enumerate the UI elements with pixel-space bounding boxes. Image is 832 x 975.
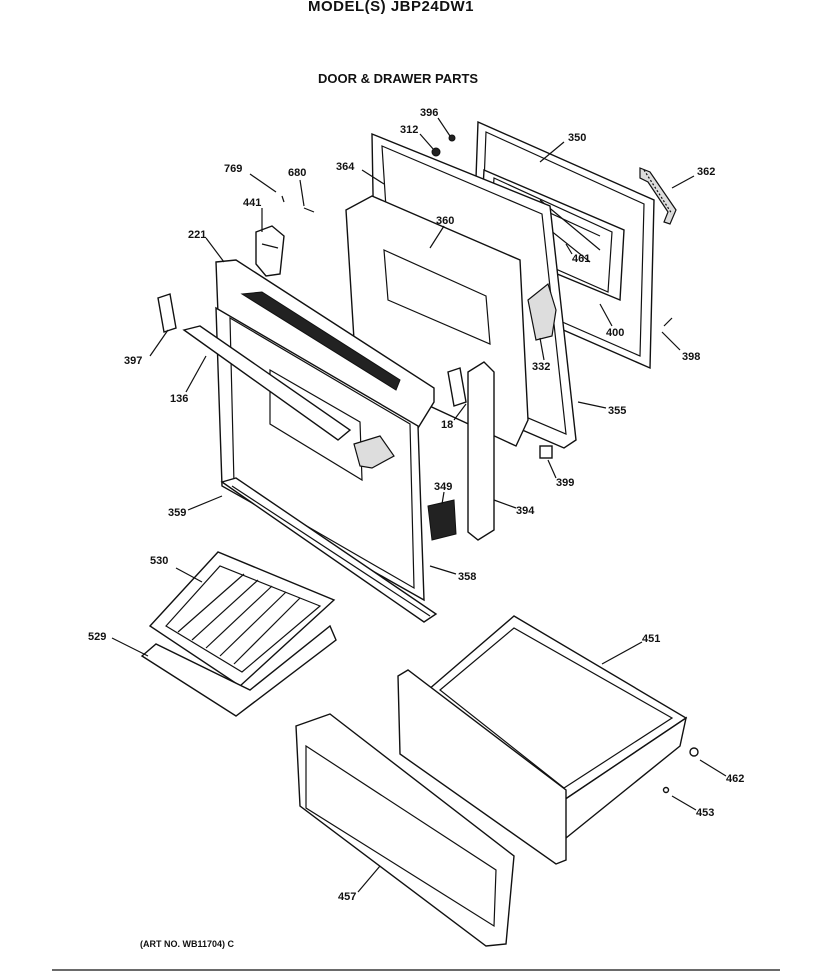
part-label-462: 462 bbox=[726, 773, 744, 785]
part-label-461: 461 bbox=[572, 253, 590, 265]
part-label-349: 349 bbox=[434, 481, 452, 493]
part-label-441: 441 bbox=[243, 197, 261, 209]
part-label-362: 362 bbox=[697, 166, 715, 178]
part-label-359: 359 bbox=[168, 507, 186, 519]
model-title: MODEL(S) JBP24DW1 bbox=[308, 0, 475, 15]
drawer-front-457 bbox=[295, 713, 515, 947]
vent-strip-359 bbox=[220, 477, 438, 623]
part-label-332: 332 bbox=[532, 361, 550, 373]
part-label-394: 394 bbox=[516, 505, 535, 517]
part-label-457: 457 bbox=[338, 891, 356, 903]
part-label-355: 355 bbox=[608, 405, 626, 417]
part-label-529: 529 bbox=[88, 631, 106, 643]
part-label-350: 350 bbox=[568, 132, 586, 144]
hinge-441 bbox=[255, 225, 285, 277]
part-label-400: 400 bbox=[606, 327, 624, 339]
part-label-769: 769 bbox=[224, 163, 242, 175]
part-label-358: 358 bbox=[458, 571, 476, 583]
part-label-397: 397 bbox=[124, 355, 142, 367]
clip-399 bbox=[539, 445, 553, 459]
insulation-pad-349 bbox=[427, 499, 457, 541]
broiler-pan-529 bbox=[140, 624, 337, 717]
gasket-362 bbox=[639, 167, 677, 225]
part-label-530: 530 bbox=[150, 555, 168, 567]
part-label-221: 221 bbox=[188, 229, 206, 241]
section-title: DOOR & DRAWER PARTS bbox=[318, 71, 479, 86]
part-label-398: 398 bbox=[682, 351, 700, 363]
hardware-marks bbox=[281, 134, 699, 794]
part-label-451: 451 bbox=[642, 633, 660, 645]
part-label-680: 680 bbox=[288, 167, 306, 179]
side-channel-394 bbox=[447, 361, 495, 541]
leader-lines bbox=[111, 117, 727, 893]
part-label-136: 136 bbox=[170, 393, 188, 405]
part-label-312: 312 bbox=[400, 124, 418, 136]
drawer-box-451 bbox=[397, 615, 688, 865]
bracket-397 bbox=[157, 293, 177, 333]
art-number: (ART NO. WB11704) C bbox=[140, 939, 235, 949]
handle-block-332 bbox=[527, 282, 557, 341]
part-label-399: 399 bbox=[556, 477, 574, 489]
part-label-453: 453 bbox=[696, 807, 714, 819]
part-labels: 396 312 350 362 769 680 364 441 360 221 … bbox=[88, 107, 744, 903]
part-label-364: 364 bbox=[336, 161, 355, 173]
part-label-18: 18 bbox=[441, 419, 453, 431]
front-door-panel-221 bbox=[182, 259, 435, 602]
broiler-grid-530 bbox=[148, 551, 336, 687]
part-label-360: 360 bbox=[436, 215, 454, 227]
part-label-396: 396 bbox=[420, 107, 438, 119]
